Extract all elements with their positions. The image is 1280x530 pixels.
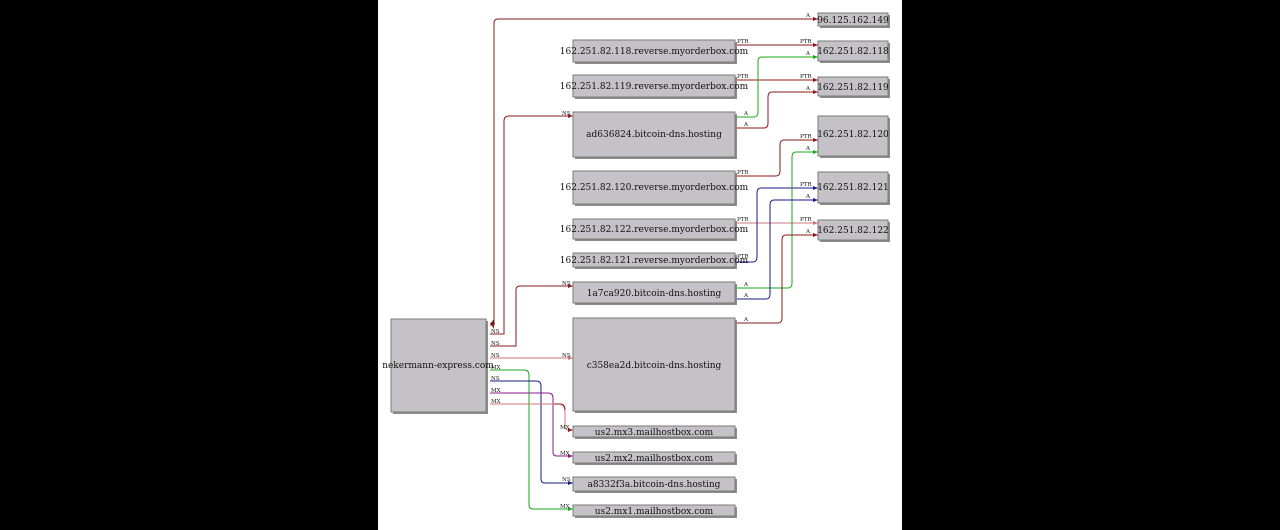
node-ip-162-251-82-119[interactable]: 162.251.82.119: [817, 76, 890, 98]
diagram-canvas: nekermann-express.com 96.125.162.149 162…: [378, 0, 902, 530]
node-reverse-120-label: 162.251.82.120.reverse.myorderbox.com: [560, 183, 749, 193]
edge-label-ip122-a: A: [805, 229, 811, 235]
node-ip-121-label: 162.251.82.121: [817, 183, 889, 193]
edge-1a-a-120: [736, 151, 818, 289]
node-mx2-label: us2.mx2.mailhostbox.com: [595, 454, 714, 464]
edge-label-ptr-119-src: PTR: [737, 74, 749, 80]
edge-label-root-mx-2: MX: [491, 388, 501, 394]
edge-ptr-121: [736, 187, 818, 263]
edge-root-mx2: [490, 392, 573, 457]
node-ip-162-251-82-122[interactable]: 162.251.82.122: [817, 219, 890, 242]
edges: [490, 18, 818, 510]
node-ip-119-label: 162.251.82.119: [817, 83, 889, 93]
node-ns-1a7ca920-label: 1a7ca920.bitcoin-dns.hosting: [587, 289, 722, 299]
dns-graph: nekermann-express.com 96.125.162.149 162…: [382, 12, 890, 518]
arrowheads: [490, 17, 818, 511]
node-reverse-118[interactable]: 162.251.82.118.reverse.myorderbox.com: [560, 39, 749, 64]
node-ip-162-251-82-120[interactable]: 162.251.82.120: [817, 115, 890, 158]
edge-label-ns-c3: NS: [562, 353, 571, 359]
edge-label-root-a: A: [490, 320, 496, 326]
node-root-domain[interactable]: nekermann-express.com: [382, 318, 494, 414]
edge-label-ip120-a: A: [805, 146, 811, 152]
node-ns-c358ea2d[interactable]: c358ea2d.bitcoin-dns.hosting: [572, 317, 737, 413]
edge-label-ptr-120-src: PTR: [737, 170, 749, 176]
node-ip-96-125-162-149[interactable]: 96.125.162.149: [817, 12, 890, 28]
edge-label-1a-a-2: A: [743, 293, 749, 299]
node-reverse-120[interactable]: 162.251.82.120.reverse.myorderbox.com: [560, 170, 749, 206]
edge-label-ptr-122-src: PTR: [737, 217, 749, 223]
edge-label-root-ns-2: NS: [491, 341, 500, 347]
node-mx1[interactable]: us2.mx1.mailhostbox.com: [572, 504, 737, 518]
node-reverse-121[interactable]: 162.251.82.121.reverse.myorderbox.com: [560, 252, 749, 269]
edge-ptr-120: [736, 139, 818, 177]
edge-root-ns-ad: [490, 115, 573, 335]
edge-c3-a-122: [736, 234, 818, 324]
edge-label-1a-a-1: A: [743, 282, 749, 288]
edge-label-root-ns-1: NS: [491, 329, 500, 335]
edge-root-mx1: [490, 369, 573, 510]
edge-label-ip120-ptr: PTR: [800, 134, 812, 140]
edge-label-ns-1a: NS: [562, 281, 571, 287]
node-ip-162-251-82-121[interactable]: 162.251.82.121: [817, 171, 890, 205]
edge-label-ip119-a: A: [805, 86, 811, 92]
edge-labels: A NS NS NS MX NS MX MX NS NS NS MX MX NS…: [490, 13, 812, 510]
edge-label-ip118-a: A: [805, 51, 811, 57]
edge-label-ad-a-1: A: [743, 111, 749, 117]
node-ns-ad636824[interactable]: ad636824.bitcoin-dns.hosting: [572, 111, 737, 159]
node-mx1-label: us2.mx1.mailhostbox.com: [595, 507, 714, 517]
node-reverse-122-label: 162.251.82.122.reverse.myorderbox.com: [560, 225, 749, 235]
edge-label-mx3: MX: [560, 425, 570, 431]
edge-root-ip149: [490, 18, 818, 326]
node-mx2[interactable]: us2.mx2.mailhostbox.com: [572, 451, 737, 465]
edge-label-ip121-a: A: [805, 194, 811, 200]
edge-label-root-ns-4: NS: [491, 376, 500, 382]
node-ns-ad636824-label: ad636824.bitcoin-dns.hosting: [586, 130, 722, 140]
node-ip-149-label: 96.125.162.149: [817, 16, 889, 26]
edge-root-ns-a8: [490, 380, 573, 484]
node-ip-120-label: 162.251.82.120: [817, 130, 889, 140]
edge-label-ip149-a: A: [805, 13, 811, 19]
node-ip-122-label: 162.251.82.122: [817, 226, 889, 236]
node-ip-118-label: 162.251.82.118: [817, 47, 889, 57]
edge-label-mx1: MX: [560, 504, 570, 510]
edge-label-root-ns-3: NS: [491, 353, 500, 359]
node-ns-1a7ca920[interactable]: 1a7ca920.bitcoin-dns.hosting: [572, 281, 737, 305]
node-ns-a8332f3a[interactable]: a8332f3a.bitcoin-dns.hosting: [572, 476, 737, 493]
edge-label-ad-a-2: A: [743, 122, 749, 128]
edge-label-ptr-118-src: PTR: [737, 39, 749, 45]
edge-label-ptr-121-src: PTR: [737, 254, 749, 260]
edge-label-ns-a8: NS: [562, 477, 571, 483]
node-ip-162-251-82-118[interactable]: 162.251.82.118: [817, 40, 890, 63]
node-reverse-119[interactable]: 162.251.82.119.reverse.myorderbox.com: [560, 74, 749, 99]
edge-ad-a-119: [736, 91, 818, 129]
node-reverse-121-label: 162.251.82.121.reverse.myorderbox.com: [560, 256, 749, 266]
node-mx3-label: us2.mx3.mailhostbox.com: [595, 428, 714, 438]
edge-label-ns-ad: NS: [562, 111, 571, 117]
edge-1a-a-121: [736, 199, 818, 300]
edge-label-mx2: MX: [560, 451, 570, 457]
edge-label-ip118-ptr: PTR: [800, 39, 812, 45]
node-ns-a8332f3a-label: a8332f3a.bitcoin-dns.hosting: [588, 480, 721, 490]
edge-label-ip119-ptr: PTR: [800, 74, 812, 80]
node-reverse-118-label: 162.251.82.118.reverse.myorderbox.com: [560, 47, 749, 57]
edge-label-c3-a: A: [743, 317, 749, 323]
node-reverse-119-label: 162.251.82.119.reverse.myorderbox.com: [560, 82, 749, 92]
node-ns-c358ea2d-label: c358ea2d.bitcoin-dns.hosting: [587, 361, 722, 371]
edge-root-ns-1a: [490, 285, 573, 347]
node-root-label: nekermann-express.com: [382, 361, 494, 371]
edge-label-ip122-ptr: PTR: [800, 217, 812, 223]
edge-label-root-mx-3: MX: [491, 399, 501, 405]
edge-ad-a-118: [736, 56, 818, 118]
edge-label-root-mx-1: MX: [491, 365, 501, 371]
node-mx3[interactable]: us2.mx3.mailhostbox.com: [572, 425, 737, 439]
node-reverse-122[interactable]: 162.251.82.122.reverse.myorderbox.com: [560, 218, 749, 241]
edge-label-ip121-ptr: PTR: [800, 182, 812, 188]
